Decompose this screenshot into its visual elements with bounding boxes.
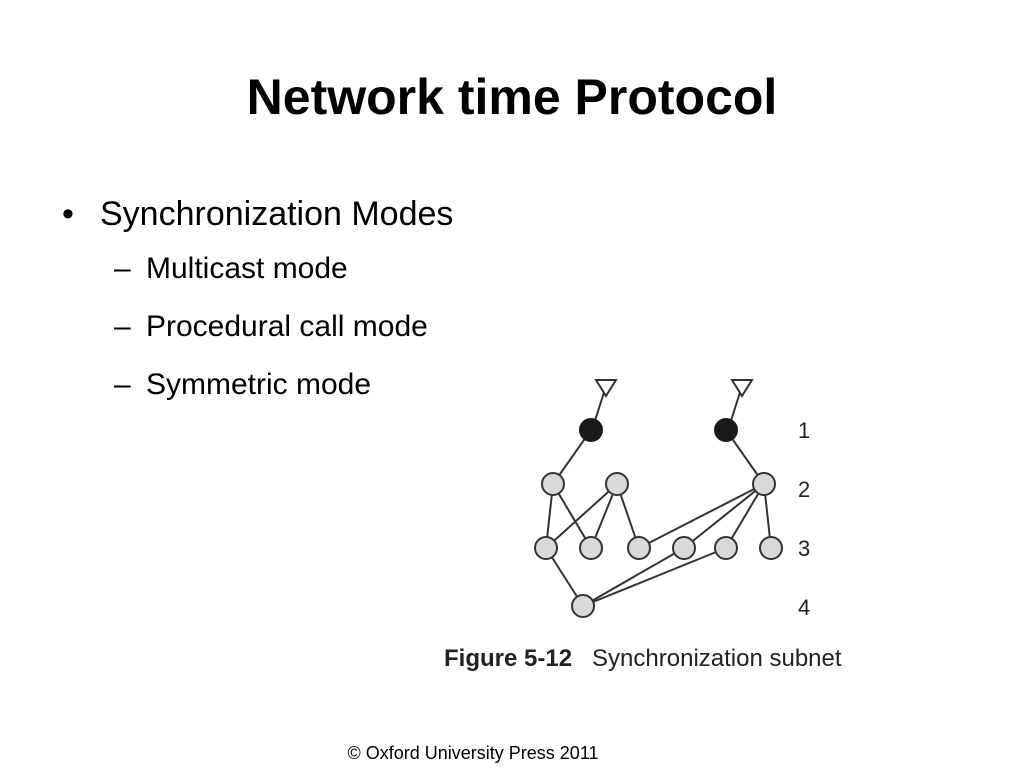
sub-bullet-marker: – <box>114 252 131 285</box>
primary-server-node <box>579 418 603 442</box>
edge <box>638 483 765 549</box>
stratum-label: 1 <box>798 418 810 443</box>
stratum-label: 3 <box>798 536 810 561</box>
sub-bullet-item: – Multicast mode <box>114 240 662 298</box>
stratum-1-servers <box>579 418 738 442</box>
edge <box>582 547 727 607</box>
reference-clock-icon <box>594 379 618 398</box>
stratum-label: 4 <box>798 595 810 620</box>
sub-bullet-item: – Procedural call mode <box>114 298 662 356</box>
synchronization-subnet-diagram: 1 2 3 4 <box>440 372 920 682</box>
stratum-2-node <box>752 472 776 496</box>
subnet-graph: 1 2 3 4 <box>534 379 810 620</box>
edges <box>545 385 772 607</box>
copyright-footer: © Oxford University Press 2011 <box>347 743 599 763</box>
reference-clock-icon <box>730 379 754 398</box>
sub-bullet-marker: – <box>114 368 131 401</box>
sub-bullet-item: – Symmetric mode <box>114 356 662 414</box>
sub-bullet-marker: – <box>114 310 131 343</box>
edge <box>725 483 765 549</box>
figure-caption: Figure 5-12 Synchronization subnet <box>444 644 842 674</box>
stratum-3-node <box>534 536 558 560</box>
edge <box>545 483 618 549</box>
sub-bullet-text: Multicast mode <box>146 252 348 285</box>
stratum-2-node <box>541 472 565 496</box>
stratum-labels: 1 2 3 4 <box>798 418 810 620</box>
edge <box>552 483 592 549</box>
bullet-marker: • <box>62 195 74 233</box>
stratum-3-node <box>714 536 738 560</box>
stratum-3-node <box>579 536 603 560</box>
stratum-3-node <box>759 536 783 560</box>
reference-clocks <box>594 379 754 398</box>
primary-server-node <box>714 418 738 442</box>
bullet-list: • Synchronization Modes – Multicast mode… <box>62 188 662 414</box>
bullet-text: Synchronization Modes <box>100 195 454 233</box>
figure-caption-label: Figure 5-12 <box>444 645 573 672</box>
stratum-nodes <box>534 472 783 618</box>
bullet-item: • Synchronization Modes <box>62 188 662 240</box>
stratum-4-node <box>571 594 595 618</box>
stratum-3-node <box>627 536 651 560</box>
stratum-2-node <box>605 472 629 496</box>
sub-bullet-text: Procedural call mode <box>146 310 428 343</box>
figure-caption-text: Synchronization subnet <box>592 645 842 672</box>
sub-bullet-list: – Multicast mode – Procedural call mode … <box>114 240 662 414</box>
slide-title: Network time Protocol <box>246 69 778 125</box>
sub-bullet-text: Symmetric mode <box>146 368 372 401</box>
edge <box>683 483 765 549</box>
stratum-3-node <box>672 536 696 560</box>
edge <box>582 547 685 607</box>
stratum-label: 2 <box>798 477 810 502</box>
